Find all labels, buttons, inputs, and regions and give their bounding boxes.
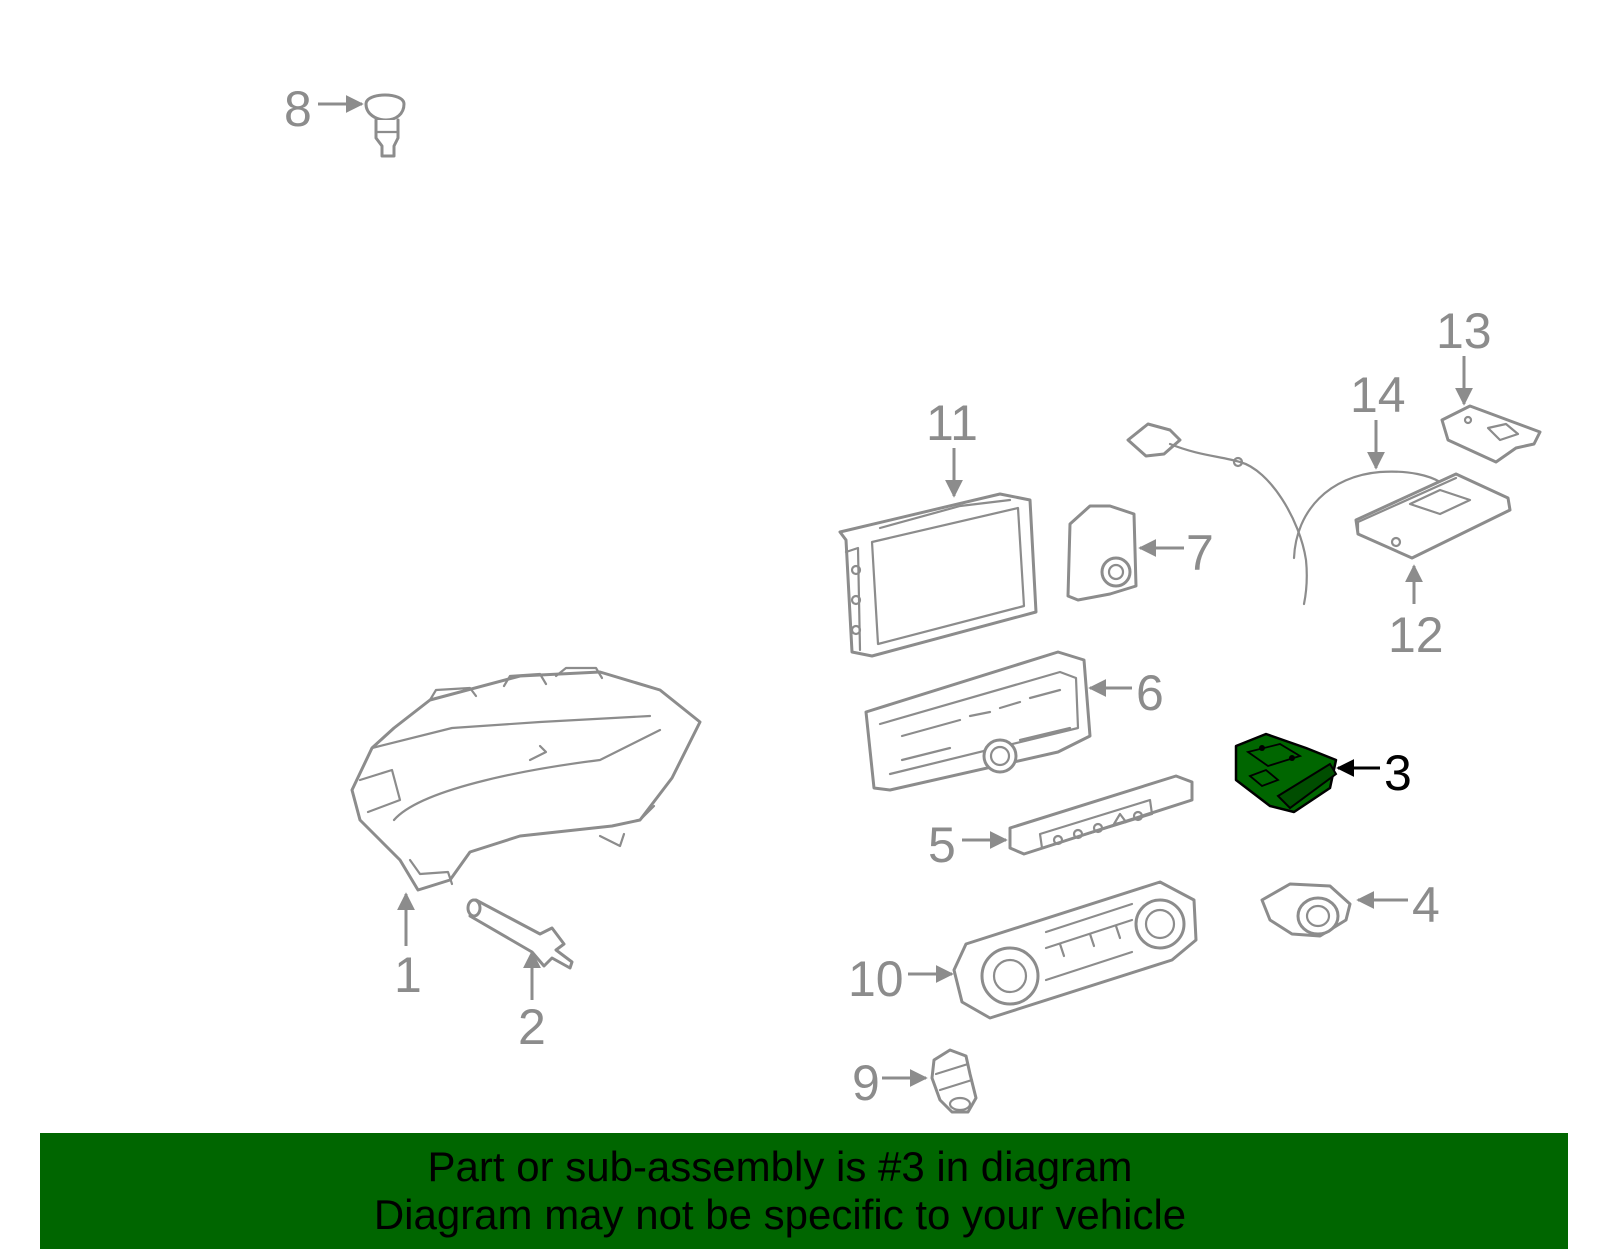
callout-9: 9	[852, 1055, 880, 1111]
callout-13: 13	[1436, 303, 1492, 359]
part-5-switch-bank[interactable]	[1008, 774, 1194, 856]
part-3-switch-highlighted[interactable]	[1234, 732, 1338, 814]
callout-10: 10	[848, 951, 904, 1007]
part-9-socket[interactable]	[930, 1048, 978, 1114]
callout-11: 11	[926, 395, 978, 451]
callout-3: 3	[1384, 745, 1412, 801]
part-10-climate-panel[interactable]	[952, 880, 1198, 1020]
part-8-clip[interactable]	[364, 93, 406, 158]
callout-6: 6	[1136, 665, 1164, 721]
callout-8: 8	[284, 81, 312, 137]
part-1-instrument-cluster[interactable]	[350, 666, 702, 892]
callout-2: 2	[518, 999, 546, 1055]
banner-line-disclaimer: Diagram may not be specific to your vehi…	[373, 1191, 1187, 1238]
callout-12: 12	[1388, 607, 1444, 663]
callout-14: 14	[1350, 367, 1406, 423]
part-2-pin[interactable]	[466, 898, 574, 970]
part-6-radio-panel[interactable]	[864, 650, 1092, 792]
callout-5: 5	[928, 817, 956, 873]
banner-line-part-info: Part or sub-assembly is #3 in diagram	[427, 1143, 1133, 1190]
part-11-display[interactable]	[838, 492, 1038, 658]
callout-1: 1	[394, 947, 422, 1003]
part-7-bracket[interactable]	[1066, 504, 1138, 602]
part-14-cable[interactable]	[1126, 422, 1442, 606]
callout-4: 4	[1412, 877, 1440, 933]
part-13-plate[interactable]	[1440, 404, 1542, 464]
callout-7: 7	[1186, 525, 1214, 581]
part-4-round-switch[interactable]	[1260, 882, 1352, 938]
part-12-module[interactable]	[1354, 472, 1512, 560]
info-banner: Part or sub-assembly is #3 in diagram Di…	[40, 1133, 1568, 1249]
